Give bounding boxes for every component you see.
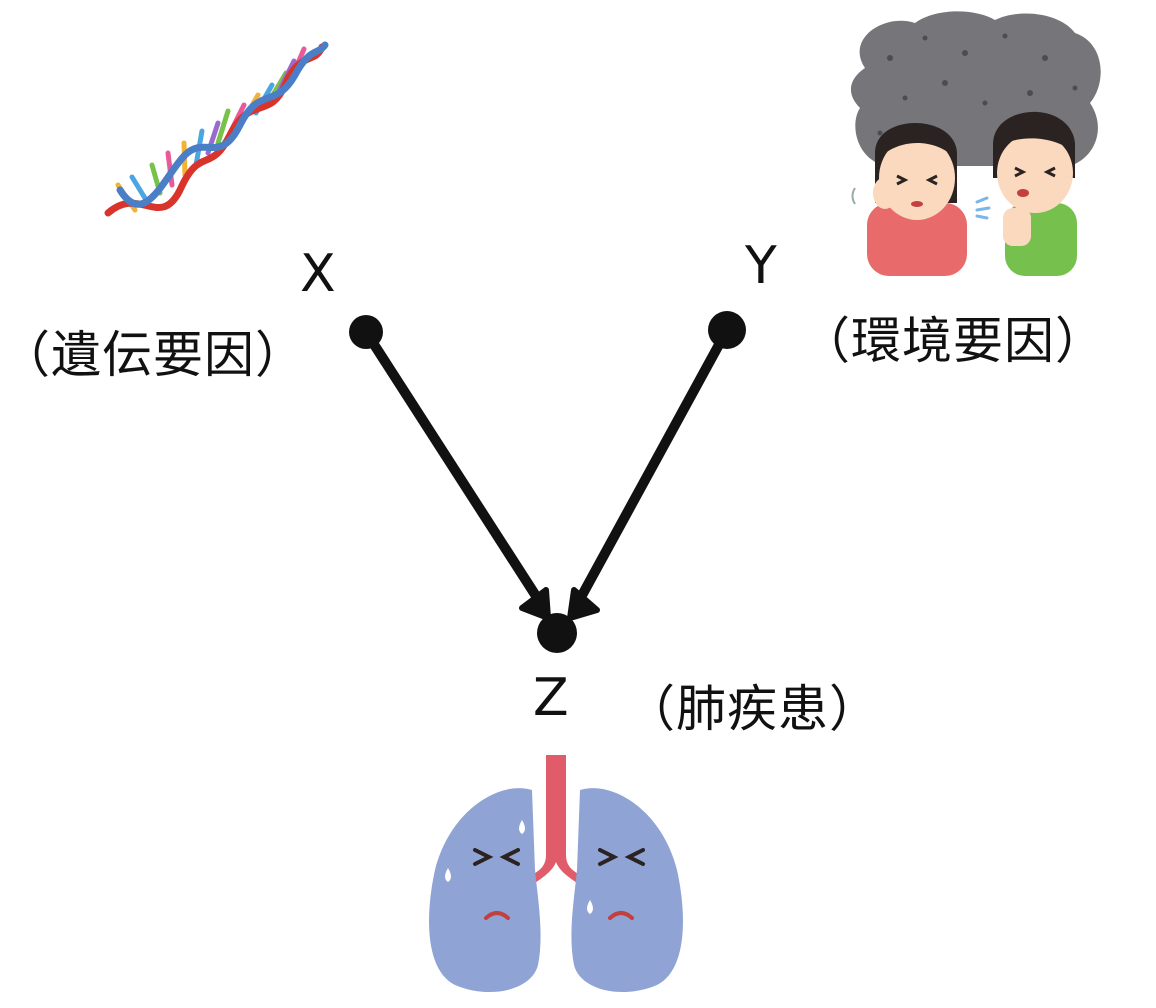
edge-x-to-z	[361, 327, 550, 615]
edge-y-to-z	[569, 325, 732, 615]
node-z-label: Z	[533, 668, 569, 728]
smog-people-icon	[850, 11, 1101, 276]
node-x-label: X	[300, 244, 336, 304]
arrowhead-x-to-z	[519, 587, 551, 621]
node-z-dot	[537, 613, 577, 653]
node-z-caption: （肺疾患）	[625, 680, 880, 738]
node-y-caption: （環境要因）	[800, 312, 1106, 370]
node-y-dot	[708, 311, 746, 349]
dna-helix-icon	[104, 41, 329, 217]
node-x-dot	[349, 315, 383, 349]
node-y-label: Y	[745, 236, 777, 296]
arrowhead-y-to-z	[567, 587, 600, 621]
node-x-caption: （遺伝要因）	[0, 326, 306, 384]
sick-lungs-icon	[429, 755, 683, 993]
